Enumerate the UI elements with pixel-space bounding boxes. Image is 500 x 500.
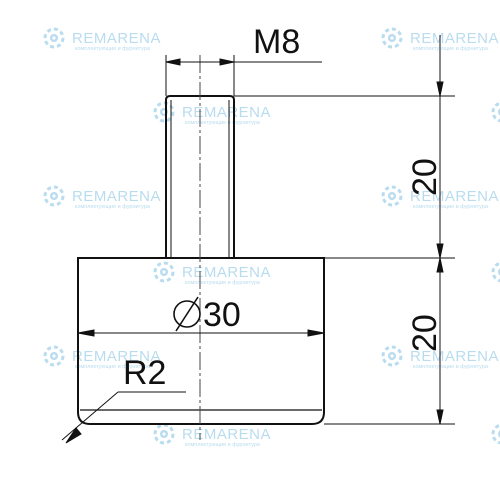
gear-logo-icon <box>491 261 500 283</box>
watermark: REMARENA комплектующие и фурнитура <box>381 345 499 370</box>
height-dimensions <box>234 35 455 425</box>
watermark-tagline: комплектующие и фурнитура <box>185 280 261 286</box>
arrowhead <box>436 243 444 259</box>
watermark-tagline: комплектующие и фурнитура <box>75 46 151 52</box>
watermark-brand: REMARENA <box>410 348 499 365</box>
base-height-label: 20 <box>406 314 444 352</box>
thread-label: M8 <box>253 23 300 61</box>
gear-logo-icon <box>153 423 175 445</box>
watermark: REMARENA комплектующие и фурнитура <box>153 261 271 286</box>
gear-logo-icon <box>491 101 500 123</box>
leader-line <box>61 391 119 441</box>
watermark-tagline: комплектующие и фурнитура <box>75 364 151 370</box>
gear-logo-icon <box>43 345 65 367</box>
watermark: REMARENA комплектующие и фурнитура <box>43 345 161 370</box>
round-base <box>77 257 325 425</box>
watermark <box>491 261 500 283</box>
gear-logo-icon <box>381 185 403 207</box>
watermark: REMARENA комплектующие и фурнитура <box>43 185 161 210</box>
watermark-tagline: комплектующие и фурнитура <box>413 46 489 52</box>
watermark <box>491 423 500 445</box>
diameter-dimension <box>77 296 325 337</box>
watermark-brand: REMARENA <box>182 264 271 281</box>
watermark-brand: REMARENA <box>182 426 271 443</box>
watermark: REMARENA комплектующие и фурнитура <box>43 27 161 52</box>
watermark-tagline: комплектующие и фурнитура <box>75 204 151 210</box>
watermark-brand: REMARENA <box>72 348 161 365</box>
arrowhead <box>165 58 181 66</box>
stem-height-label: 20 <box>406 158 444 196</box>
part-outline <box>77 95 325 425</box>
radius-dimension <box>61 391 186 444</box>
watermark-tagline: комплектующие и фурнитура <box>185 442 261 448</box>
watermark: REMARENA комплектующие и фурнитура <box>381 27 499 52</box>
watermark-brand: REMARENA <box>72 30 161 47</box>
watermark-tagline: комплектующие и фурнитура <box>185 120 261 126</box>
gear-logo-icon <box>381 27 403 49</box>
watermark: REMARENA комплектующие и фурнитура <box>381 185 499 210</box>
arrowhead <box>436 257 444 273</box>
watermark: REMARENA комплектующие и фурнитура <box>153 423 271 448</box>
gear-logo-icon <box>43 185 65 207</box>
radius-label: R2 <box>123 354 166 392</box>
gear-logo-icon <box>381 345 403 367</box>
watermark-tagline: комплектующие и фурнитура <box>413 364 489 370</box>
watermark-brand: REMARENA <box>410 188 499 205</box>
arrowhead <box>65 427 82 444</box>
watermark-tagline: комплектующие и фурнитура <box>413 204 489 210</box>
thread-dimension <box>165 55 322 96</box>
watermark <box>491 101 500 123</box>
circle-slash-symbol <box>173 296 201 332</box>
watermark-brand: REMARENA <box>182 104 271 121</box>
arrowhead <box>219 58 235 66</box>
arrowhead <box>436 81 444 97</box>
watermark-layer: REMARENA комплектующие и фурнитура REMAR… <box>43 27 500 448</box>
arrowhead <box>77 329 95 337</box>
gear-logo-icon <box>153 101 175 123</box>
gear-logo-icon <box>153 261 175 283</box>
watermark: REMARENA комплектующие и фурнитура <box>153 101 271 126</box>
watermark-brand: REMARENA <box>410 30 499 47</box>
arrowhead <box>436 409 444 425</box>
arrowhead <box>307 329 325 337</box>
gear-logo-icon <box>491 423 500 445</box>
watermark-brand: REMARENA <box>72 188 161 205</box>
diameter-label: 30 <box>203 296 241 334</box>
gear-logo-icon <box>43 27 65 49</box>
